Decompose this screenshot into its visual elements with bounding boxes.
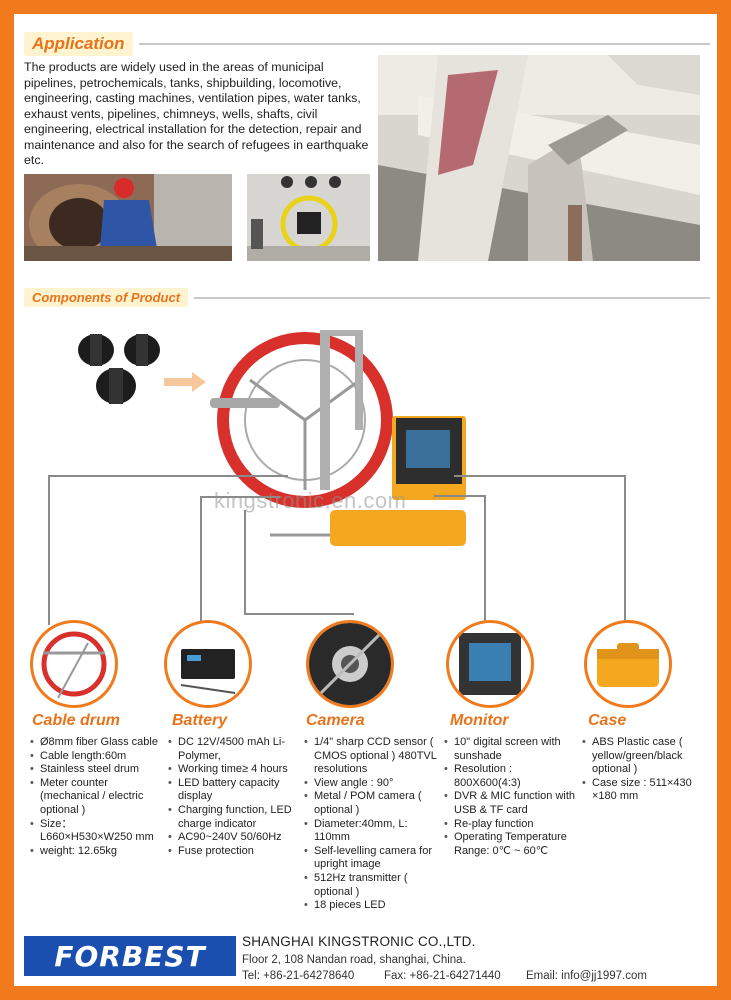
case-title: Case: [588, 712, 627, 729]
connector-line: [48, 475, 50, 625]
spec-item: DVR & MIC function with USB & TF card: [444, 790, 580, 817]
connector-line: [434, 495, 486, 497]
company-address: Floor 2, 108 Nandan road, shanghai, Chin…: [242, 954, 466, 966]
case-circle: [584, 620, 672, 708]
battery-circle: [164, 620, 252, 708]
battery-title: Battery: [172, 712, 228, 729]
worker-inspection-photo: [24, 174, 232, 261]
cable-drum-specs: Ø8mm fiber Glass cable Cable length:60m …: [30, 736, 160, 858]
spec-item: Stainless steel drum: [30, 763, 160, 777]
spec-item: 512Hz transmitter ( optional ): [304, 872, 442, 899]
connector-line: [484, 495, 486, 625]
monitor-circle: [446, 620, 534, 708]
spec-item: ABS Plastic case ( yellow/green/black op…: [582, 736, 710, 777]
spec-item: Diameter:40mm, L: 110mm: [304, 818, 442, 845]
brochure-page: Application The products are widely used…: [14, 14, 717, 986]
cable-drum-title: Cable drum: [32, 712, 121, 729]
spec-item: Fuse protection: [168, 845, 302, 859]
spec-item: LED battery capacity display: [168, 777, 302, 804]
application-text: The products are widely used in the area…: [24, 60, 369, 167]
spec-item: 18 pieces LED: [304, 899, 442, 913]
logo-text: FORBEST: [54, 939, 206, 973]
spec-item: Self-levelling camera for upright image: [304, 845, 442, 872]
company-name: SHANGHAI KINGSTRONIC CO.,LTD.: [242, 934, 476, 949]
spec-item: 1/4" sharp CCD sensor ( CMOS optional ) …: [304, 736, 442, 777]
monitor-title: Monitor: [450, 712, 509, 729]
spec-item: 10" digital screen with sunshade: [444, 736, 580, 763]
camera-specs: 1/4" sharp CCD sensor ( CMOS optional ) …: [304, 736, 442, 913]
camera-wheels-image: [74, 330, 174, 410]
spec-item: Size：L660×H530×W250 mm: [30, 818, 160, 845]
spec-item: AC90~240V 50/60Hz: [168, 831, 302, 845]
application-heading: Application: [24, 32, 133, 56]
spec-item: DC 12V/4500 mAh Li-Polymer,: [168, 736, 302, 763]
equipment-test-photo: [247, 174, 370, 261]
connector-line: [244, 510, 246, 614]
connector-line: [244, 613, 354, 615]
connector-line: [200, 496, 280, 498]
spec-item: Meter counter (mechanical / electric opt…: [30, 777, 160, 818]
section-divider: [194, 296, 710, 299]
spec-item: Working time≥ 4 hours: [168, 763, 302, 777]
battery-specs: DC 12V/4500 mAh Li-Polymer, Working time…: [168, 736, 302, 858]
spec-item: Charging function, LED charge indicator: [168, 804, 302, 831]
case-specs: ABS Plastic case ( yellow/green/black op…: [582, 736, 710, 804]
connector-line: [454, 475, 626, 477]
spec-item: Metal / POM camera ( optional ): [304, 790, 442, 817]
watermark: kingstronic.en.com: [214, 488, 407, 513]
spec-item: Operating Temperature Range: 0℃ ~ 60℃: [444, 831, 580, 858]
connector-line: [200, 496, 202, 624]
spec-item: Ø8mm fiber Glass cable: [30, 736, 160, 750]
spec-item: View angle : 90°: [304, 777, 442, 791]
cable-drum-circle: [30, 620, 118, 708]
spec-item: Resolution : 800X600(4:3): [444, 763, 580, 790]
application-header: Application: [24, 32, 710, 56]
camera-title: Camera: [306, 712, 365, 729]
email: Email: info@jj1997.com: [526, 970, 647, 982]
spec-item: weight: 12.65kg: [30, 845, 160, 859]
monitor-specs: 10" digital screen with sunshade Resolut…: [444, 736, 580, 858]
camera-circle: [306, 620, 394, 708]
connector-line: [48, 475, 288, 477]
spec-item: Case size : 511×430 ×180 mm: [582, 777, 710, 804]
pipe-tunnel-photo: [378, 55, 700, 261]
components-header: Components of Product: [24, 288, 710, 307]
spec-item: Re-play function: [444, 818, 580, 832]
connector-line: [624, 475, 626, 625]
section-divider: [138, 43, 710, 45]
arrow-icon: [164, 372, 206, 392]
spec-item: Cable length:60m: [30, 750, 160, 764]
components-heading: Components of Product: [24, 288, 189, 307]
pipe-inspection-system-image: [210, 320, 470, 550]
forbest-logo: FORBEST: [24, 936, 236, 976]
telephone: Tel: +86-21-64278640: [242, 970, 355, 982]
fax: Fax: +86-21-64271440: [384, 970, 501, 982]
